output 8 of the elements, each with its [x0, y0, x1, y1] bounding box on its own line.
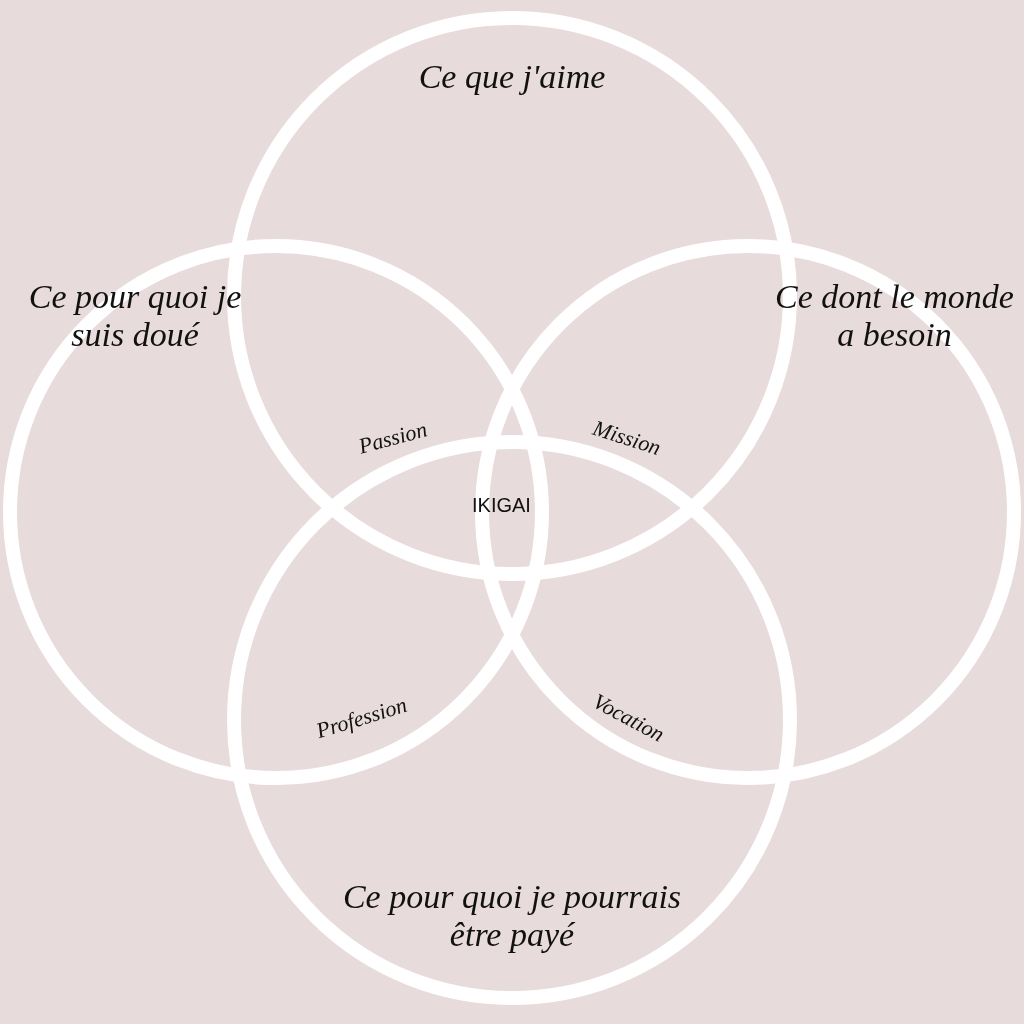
overlap-label: Mission — [589, 414, 664, 462]
circle-title: Ce dont le monde a besoin — [774, 278, 1015, 354]
center-label: IKIGAI — [472, 494, 531, 517]
circle-title: Ce pour quoi je suis doué — [27, 278, 243, 354]
circle-title: Ce que j'aime — [417, 58, 607, 96]
overlap-label: Profession — [313, 691, 411, 745]
overlap-label: Passion — [355, 416, 430, 460]
circle-title: Ce pour quoi je pourrais être payé — [341, 878, 683, 954]
